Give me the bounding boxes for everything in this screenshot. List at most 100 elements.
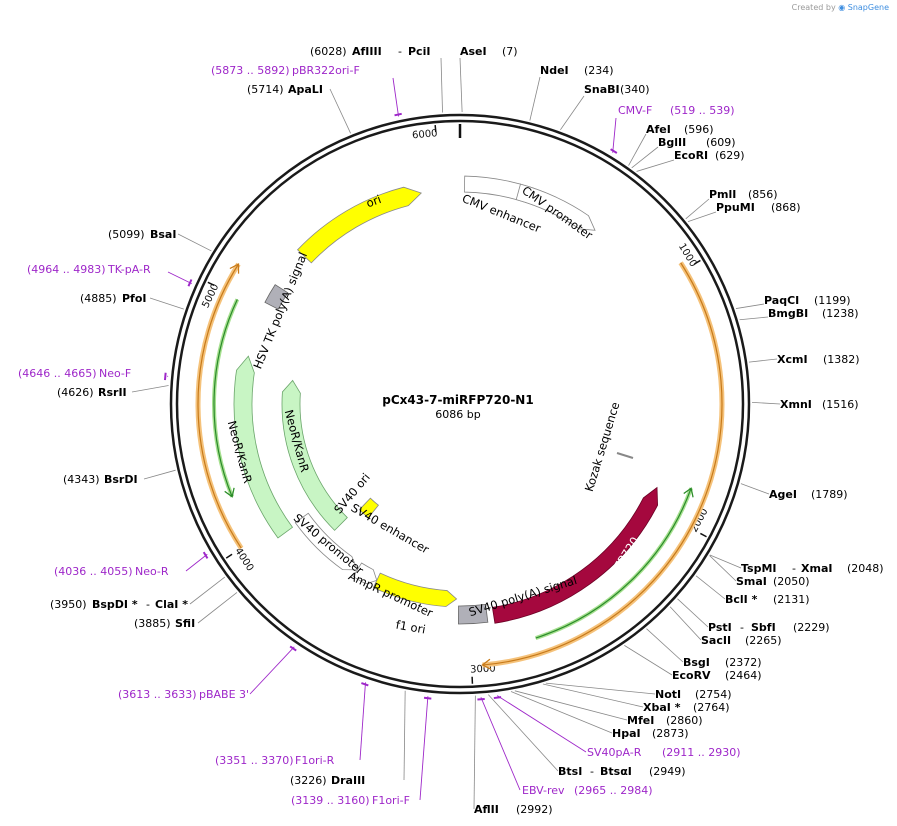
primer-leader-line (612, 117, 617, 153)
site-name-bsgi: BsgI (683, 656, 710, 669)
snapgene-logo-icon: ◉ (838, 3, 846, 12)
site-leader-line (636, 159, 675, 172)
site-pos-bsai: (5099) (108, 228, 145, 241)
site-leader-line (487, 694, 559, 772)
primer-range-neo-r: (4036 .. 4055) (54, 565, 133, 578)
site-name-ecori: EcoRI (674, 149, 708, 162)
site-sep-tspmi: - (792, 562, 796, 575)
site-name-bspdi: BspDI * (92, 598, 138, 611)
site-leader-line (403, 690, 406, 781)
site-name-clai: ClaI * (155, 598, 188, 611)
site-name-noti: NotI (655, 688, 681, 701)
site-leader-line (739, 316, 769, 321)
site-name-pcii: PciI (408, 45, 430, 58)
site-pos-hpai: (2873) (652, 727, 689, 740)
site-leader-line (131, 385, 169, 393)
feature-irfp720 (491, 486, 658, 624)
site-leader-line (631, 146, 659, 169)
site-name-pfoi: PfoI (122, 292, 147, 305)
site-pos-bcli: (2131) (773, 593, 810, 606)
primer-binding-mark (361, 682, 369, 687)
primer-range-pbabe3: (3613 .. 3633) (118, 688, 197, 701)
site-pos-snabi: (340) (620, 83, 650, 96)
site-pos-aflii: (2992) (516, 803, 553, 816)
site-name-psti: PstI (708, 621, 732, 634)
primer-range-sv40pa-r: (2911 .. 2930) (662, 746, 741, 759)
site-leader-line (459, 57, 463, 113)
site-name-rsrii: RsrII (98, 386, 127, 399)
primer-range-f1ori-f: (3139 .. 3160) (291, 794, 370, 807)
site-name-apali: ApaLI (288, 83, 323, 96)
site-name-bsrdi: BsrDI (104, 473, 138, 486)
tick-label: 4000 (232, 546, 255, 573)
feature-label-kozak: Kozak sequence (582, 400, 623, 493)
feature-neokanr-inner (281, 379, 348, 531)
feature-hsv-tk-polya (264, 284, 289, 310)
primer-name-tk-pa-r: TK-pA-R (107, 263, 151, 276)
primer-leader-line (359, 682, 366, 761)
site-name-afei: AfeI (646, 123, 671, 136)
primer-binding-mark (610, 148, 618, 154)
site-pos-btsi: (2949) (649, 765, 686, 778)
site-leader-line (514, 690, 628, 721)
site-name-agei: AgeI (769, 488, 797, 501)
site-name-xcmi: XcmI (777, 353, 808, 366)
site-pos-noti: (2754) (695, 688, 732, 701)
primer-binding-mark (202, 551, 209, 559)
site-pos-bspdi: (3950) (50, 598, 87, 611)
site-name-paqci: PaqCI (764, 294, 799, 307)
primer-leader-line (167, 271, 192, 285)
primer-range-pbr322ori-f: (5873 .. 5892) (211, 64, 290, 77)
site-name-tspmi: TspMI (741, 562, 777, 575)
site-name-aflii: AflII (474, 803, 499, 816)
site-pos-bglii: (609) (706, 136, 736, 149)
site-leader-line (143, 469, 176, 480)
snapgene-credit: Created by ◉ SnapGene (792, 3, 889, 12)
site-name-xmni: XmnI (780, 398, 812, 411)
site-pos-xmni: (1516) (822, 398, 859, 411)
site-leader-line (197, 592, 238, 624)
site-leader-line (529, 76, 541, 121)
green-arc-right (535, 488, 692, 639)
plasmid-size: 6086 bp (435, 408, 480, 421)
site-pos-smai: (2050) (773, 575, 810, 588)
tick-mark (700, 532, 707, 538)
site-leader-line (735, 303, 765, 309)
site-name-ppumi: PpuMI (716, 201, 755, 214)
site-pos-afei: (596) (684, 123, 714, 136)
site-leader-line (687, 211, 717, 222)
site-pos-sacii: (2265) (745, 634, 782, 647)
feature-kozak-mark (616, 452, 634, 459)
primer-binding-mark (394, 112, 402, 117)
feature-cmv-promoter (515, 183, 596, 231)
site-leader-line (177, 233, 212, 252)
orange-arc-left-head (229, 263, 240, 274)
backbone-inner-ring (175, 119, 745, 689)
site-name-draiii: DraIII (331, 774, 365, 787)
feature-label-hsv-tk: HSV TK poly(A) signal (250, 250, 310, 371)
primer-name-neo-r: Neo-R (135, 565, 169, 578)
site-pos-bmgbi: (1238) (822, 307, 859, 320)
site-name-bsai: BsaI (150, 228, 176, 241)
site-sep-afliii: - (398, 45, 402, 58)
site-leader-line (748, 358, 778, 363)
site-name-afliii: AfIIII (352, 45, 382, 58)
site-leader-line (473, 695, 476, 810)
site-name-ecorv: EcoRV (672, 669, 711, 682)
primer-binding-mark (163, 372, 167, 381)
site-leader-line (560, 95, 585, 131)
tick-label: 6000 (412, 128, 438, 141)
site-name-sfii: SfiI (175, 617, 195, 630)
site-pos-bsrdi: (4343) (63, 473, 100, 486)
feature-ori (296, 186, 422, 264)
site-leader-line (740, 483, 770, 495)
site-pos-draiii: (3226) (290, 774, 327, 787)
primer-binding-mark (289, 645, 297, 652)
site-leader-line (695, 575, 726, 600)
site-name-xbai: XbaI * (643, 701, 681, 714)
orange-arc-left (197, 263, 242, 549)
orange-arc-right (482, 262, 723, 666)
primer-leader-line (167, 375, 169, 377)
primer-range-tk-pa-r: (4964 .. 4983) (27, 263, 106, 276)
